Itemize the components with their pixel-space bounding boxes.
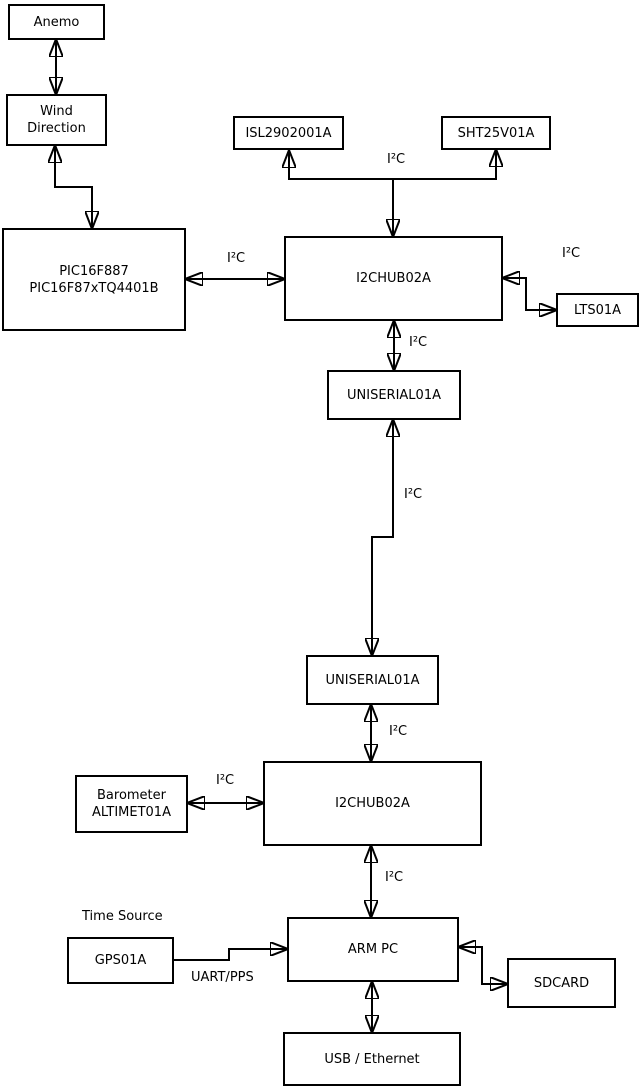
connector-gps-armpc <box>173 949 287 961</box>
node-pic16f887-label-line2: PIC16F87xTQ4401B <box>29 280 159 296</box>
connector-hub1-lts <box>503 278 556 310</box>
label-time-source: Time Source <box>82 909 163 924</box>
node-pic16f887-label-line1: PIC16F887 <box>59 263 129 279</box>
node-usb-ethernet-label: USB / Ethernet <box>324 1051 420 1067</box>
node-barometer-altimet01a: Barometer ALTIMET01A <box>75 775 188 833</box>
node-lts01a: LTS01A <box>556 293 639 327</box>
node-isl2902001a: ISL2902001A <box>233 116 344 150</box>
node-wind-direction-label-line2: Direction <box>27 121 86 136</box>
node-i2chub02a-bottom: I2CHUB02A <box>263 761 482 846</box>
node-uniserial01a-bottom: UNISERIAL01A <box>306 655 439 705</box>
connector-armpc-sdcard <box>459 947 507 984</box>
node-gps01a-label: GPS01A <box>94 953 147 968</box>
bus-label-i2c-pic-hub1: I²C <box>227 251 246 266</box>
node-i2chub02a-bottom-label: I2CHUB02A <box>335 796 410 811</box>
node-uniserial01a-top-label: UNISERIAL01A <box>347 387 441 403</box>
node-sdcard: SDCARD <box>507 958 616 1008</box>
node-pic16f887: PIC16F887 PIC16F87xTQ4401B <box>2 228 186 331</box>
node-sht25v01a: SHT25V01A <box>441 116 551 150</box>
connector-wind-pic <box>55 146 92 228</box>
node-sht25v01a-label: SHT25V01A <box>457 125 535 141</box>
bus-label-i2c-sensors-top: I²C <box>387 152 406 167</box>
node-usb-ethernet: USB / Ethernet <box>283 1032 461 1086</box>
bus-label-i2c-hub1-lts: I²C <box>562 246 581 261</box>
node-arm-pc-label: ARM PC <box>347 942 399 957</box>
connector-uniserial1-uniserial2 <box>372 420 393 655</box>
bus-label-i2c-uniserial-link: I²C <box>404 487 423 502</box>
node-anemo-label: Anemo <box>33 14 80 30</box>
node-barometer-label-line2: ALTIMET01A <box>92 805 171 820</box>
node-i2chub02a-top: I2CHUB02A <box>284 236 503 321</box>
node-isl2902001a-label: ISL2902001A <box>245 125 332 141</box>
node-arm-pc: ARM PC <box>287 917 459 982</box>
bus-label-i2c-uniserial2-hub2: I²C <box>389 724 408 739</box>
bus-label-i2c-hub1-uniserial1: I²C <box>409 335 428 350</box>
node-gps01a: GPS01A <box>67 937 174 984</box>
node-uniserial01a-top: UNISERIAL01A <box>327 370 461 420</box>
bus-label-uart-pps: UART/PPS <box>191 970 254 985</box>
node-sdcard-label: SDCARD <box>533 975 590 991</box>
node-wind-direction-label-line1: Wind <box>40 104 73 119</box>
node-barometer-label-line1: Barometer <box>97 788 166 803</box>
node-anemo: Anemo <box>8 4 105 40</box>
node-lts01a-label: LTS01A <box>573 302 622 318</box>
node-wind-direction: Wind Direction <box>6 94 107 146</box>
node-i2chub02a-top-label: I2CHUB02A <box>356 271 431 286</box>
node-uniserial01a-bottom-label: UNISERIAL01A <box>325 672 420 688</box>
bus-label-i2c-hub2-arm: I²C <box>385 870 404 885</box>
bus-label-i2c-barometer-hub2: I²C <box>216 773 235 788</box>
